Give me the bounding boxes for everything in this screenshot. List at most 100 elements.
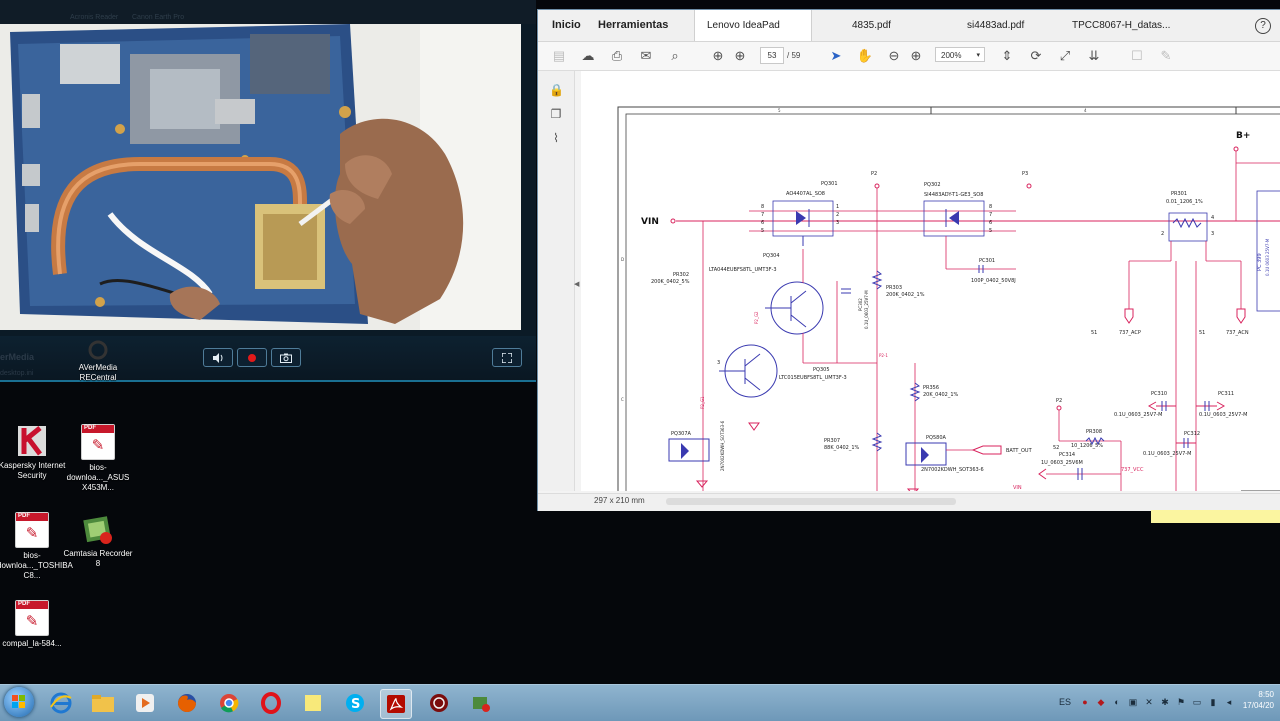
rotate-icon[interactable]: ⟳ (1030, 48, 1042, 63)
zoom-out-icon[interactable]: ⊖ (888, 48, 900, 63)
faint-desktop-file: desktop.ini (0, 370, 34, 377)
vin-label: VIN (641, 217, 659, 227)
zoom-select[interactable]: 200%▾ (935, 47, 985, 62)
horizontal-scrollbar[interactable] (666, 498, 956, 505)
pr303-value: 200K_0402_1% (886, 292, 925, 298)
svg-text:3: 3 (717, 360, 720, 366)
chrome-icon[interactable] (215, 689, 243, 717)
desktop-icon-label: Camtasia Recorder 8 (63, 549, 133, 568)
svg-text:2: 2 (1161, 231, 1164, 237)
pr356-value: 20K_0402_1% (923, 392, 959, 398)
acrobat-icon[interactable] (380, 689, 412, 719)
desktop-icon-avermedia[interactable]: AVerMedia RECentral (63, 340, 133, 383)
start-button[interactable] (4, 687, 34, 717)
page-total: / 59 (787, 51, 801, 60)
pr302-value: 200K_0402_5% (651, 279, 690, 285)
tray-bluetooth-icon[interactable]: ✱ (1161, 697, 1169, 707)
fullscreen-icon[interactable] (492, 348, 522, 367)
pr302-label: PR302 (673, 272, 689, 278)
help-icon[interactable]: ? (1255, 18, 1271, 34)
pq302-label: PQ302 (924, 182, 941, 188)
svg-text:4: 4 (1084, 108, 1087, 113)
tab-4835[interactable]: 4835.pdf (852, 20, 891, 31)
desktop-icon-pdf-toshiba[interactable]: PDF✎ bios-downloa..._TOSHIBA C8... (0, 512, 73, 581)
pq305-label: PQ305 (813, 367, 830, 373)
attachment-icon[interactable]: ⌇ (553, 131, 559, 145)
upload-cloud-icon[interactable]: ☁ (581, 48, 595, 63)
p2-1-label: P2-1 (879, 353, 888, 358)
svg-text:8: 8 (989, 204, 992, 210)
pr303-label: PR303 (886, 285, 902, 291)
zoom-in-icon[interactable]: ⊕ (910, 48, 922, 63)
pr308-label: PR308 (1086, 429, 1102, 435)
next-page-icon[interactable]: ⊕ (734, 48, 746, 63)
svg-text:D: D (621, 257, 624, 262)
pen-icon[interactable]: ✎ (1160, 48, 1172, 63)
hand-tool-icon[interactable]: ✋ (856, 48, 874, 63)
nav-tools[interactable]: Herramientas (598, 19, 669, 31)
pages-icon[interactable]: ❐ (550, 107, 562, 121)
fullscreen-view-icon[interactable]: ⤢ (1059, 48, 1071, 63)
page-number-input[interactable]: 53 (760, 47, 784, 64)
avermedia-taskbar-icon[interactable] (425, 689, 453, 717)
language-indicator[interactable]: ES (1058, 697, 1071, 707)
tab-lenovo[interactable]: Lenovo IdeaPad Z5...✕ (694, 10, 812, 62)
desktop-icon-label: AVerMedia RECentral (78, 363, 118, 382)
volume-icon[interactable] (203, 348, 233, 367)
node-51-a: 51 (1091, 330, 1097, 336)
desktop-icon-pdf-asus[interactable]: PDF✎ bios-downloa..._ASUS X453M... (63, 424, 133, 493)
desktop-icon-pdf-compal[interactable]: PDF✎ compal_la-584... (0, 600, 67, 649)
sticky-notes-icon[interactable] (299, 689, 327, 717)
desktop-icon-camtasia[interactable]: Camtasia Recorder 8 (63, 512, 133, 569)
keyboard-scroll-icon[interactable]: ⇊ (1088, 48, 1100, 63)
schematic-page: 5 4 D C VIN PQ301 AO4407AL_SO8 8 7 6 5 1… (581, 71, 1280, 491)
pq307a-part: 2N7002KDWH_SOT363-6 (720, 420, 725, 471)
tray-volume-icon[interactable]: ◂ (1226, 697, 1232, 707)
clock[interactable]: 8:50 17/04/20 (1243, 689, 1274, 711)
tray-kaspersky-icon[interactable]: ◆ (1097, 697, 1105, 707)
capture-window: Acronis Reader Canon Earth Pro (0, 0, 536, 382)
p2-g1-label: P2_G1 (700, 396, 705, 409)
camtasia-taskbar-icon[interactable] (467, 689, 495, 717)
tray-network-icon[interactable]: ◐ (1114, 697, 1120, 707)
prev-page-icon[interactable]: ⊕ (712, 48, 724, 63)
collapse-arrow-icon[interactable]: ◀ (574, 281, 580, 288)
lock-icon[interactable]: 🔒 (549, 83, 564, 97)
tab-si4483ad[interactable]: si4483ad.pdf (967, 20, 1025, 31)
search-icon[interactable]: ⌕ (671, 48, 679, 63)
tray-avermedia-icon[interactable]: ● (1082, 697, 1088, 707)
comment-icon[interactable]: ☐ (1131, 48, 1143, 63)
opera-icon[interactable] (257, 689, 285, 717)
record-icon[interactable] (237, 348, 267, 367)
ie-icon[interactable] (47, 689, 75, 717)
capture-controls: erMedia desktop.ini (0, 336, 536, 380)
email-icon[interactable]: ✉ (640, 48, 652, 63)
p2-g2-label: P2_G2 (754, 311, 759, 324)
nav-home[interactable]: Inicio (552, 19, 581, 31)
fit-page-icon[interactable]: ⇕ (1001, 48, 1013, 63)
highlight-strip (1151, 510, 1280, 523)
pc310-value: 0.1U_0603_25V7-M (1114, 412, 1162, 418)
pq305-part: LTC015EUBFS8TL_UMT3F-3 (779, 375, 847, 381)
kaspersky-icon (16, 424, 48, 458)
tray-battery-icon[interactable]: ▮ (1210, 697, 1216, 707)
svg-text:3: 3 (1211, 231, 1214, 237)
tab-tpcc8067[interactable]: TPCC8067-H_datas... (1072, 20, 1171, 31)
skype-icon[interactable]: S (341, 689, 369, 717)
desktop-icon-kaspersky[interactable]: Kaspersky Internet Security (0, 424, 67, 481)
windows-logo-icon (12, 695, 25, 708)
camera-icon[interactable] (271, 348, 301, 367)
select-cursor-icon[interactable]: ➤ (830, 48, 842, 63)
tray-close-icon[interactable]: ✕ (1145, 697, 1153, 707)
firefox-icon[interactable] (173, 689, 201, 717)
tray-display-icon[interactable]: ▣ (1128, 697, 1138, 707)
save-icon[interactable]: ▤ (552, 48, 566, 63)
pdf-file-icon: PDF✎ (81, 424, 115, 460)
file-explorer-icon[interactable] (89, 689, 117, 717)
tray-flag-icon[interactable]: ⚑ (1176, 697, 1186, 707)
media-player-icon[interactable] (131, 689, 159, 717)
print-icon[interactable]: ⎙ (611, 48, 623, 63)
tray-monitor-icon[interactable]: ▭ (1192, 697, 1202, 707)
pq580a-label: PQ580A (926, 435, 946, 441)
svg-text:6: 6 (761, 220, 764, 226)
